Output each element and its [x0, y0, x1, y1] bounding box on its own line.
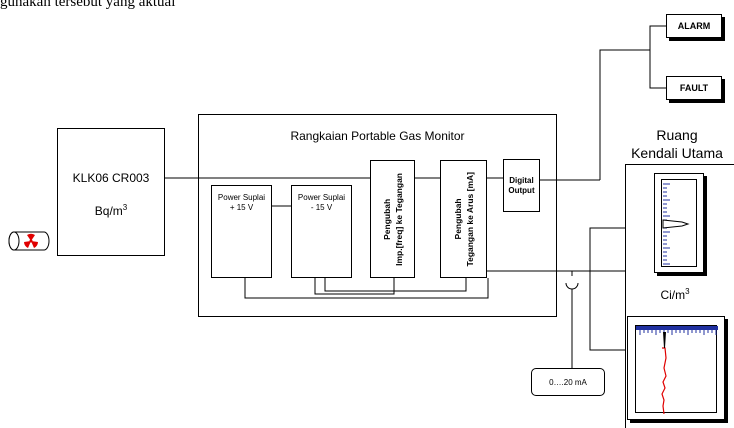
strip-chart-paper [635, 325, 718, 414]
fault-box: FAULT [666, 76, 722, 100]
detector-model: KLK06 CR003 [72, 171, 150, 185]
digital-output-box: Digital Output [503, 159, 540, 212]
current-range-label: 0….20 mA [549, 377, 587, 387]
digital-output-line2: Output [508, 185, 535, 195]
digital-output-line1: Digital [509, 175, 534, 185]
freq-converter-line2: Imp.[freq] ke Tegangan [393, 172, 404, 266]
current-range-box: 0….20 mA [531, 368, 605, 396]
control-room-panel [625, 164, 734, 428]
bar-meter [654, 173, 704, 273]
psu-plus-box: Power Suplai + 15 V [211, 185, 272, 278]
psu-minus-box: Power Suplai - 15 V [291, 185, 352, 278]
ci-unit-exp: 3 [685, 287, 690, 296]
fault-label: FAULT [679, 83, 709, 93]
strip-chart-recorder [627, 316, 725, 420]
psu-minus-line1: Power Suplai [297, 193, 346, 202]
monitor-title: Rangkaian Portable Gas Monitor [290, 129, 465, 143]
caption-fragment: gunakan tersebut yang aktual [0, 0, 176, 10]
control-room-line1: Ruang [656, 127, 698, 143]
monitor-box: Rangkaian Portable Gas Monitor [198, 114, 557, 317]
ci-unit-label: Ci/m3 [640, 287, 710, 302]
detector-unit: Bq/m3 [58, 203, 164, 218]
current-converter-label: Pengubah Tegangan ke Arus [mA] [452, 172, 476, 266]
control-room-label: Ruang Kendali Utama [620, 126, 734, 162]
psu-minus-line2: - 15 V [310, 203, 333, 212]
detector-box: KLK06 CR003 Bq/m3 [57, 128, 165, 256]
detector-unit-base: Bq/m [94, 204, 123, 218]
alarm-label: ALARM [677, 21, 711, 31]
radiation-source-icon [8, 230, 50, 252]
detector-unit-exp: 3 [122, 203, 128, 212]
ci-unit-base: Ci/m [660, 288, 686, 302]
current-converter-line2: Tegangan ke Arus [mA] [464, 171, 475, 267]
control-room-line2: Kendali Utama [631, 145, 723, 161]
bar-meter-scale [661, 179, 697, 267]
freq-converter-label: Pengubah Imp.[freq] ke Tegangan [381, 173, 405, 266]
psu-plus-line2: + 15 V [229, 203, 254, 212]
freq-converter-box: Pengubah Imp.[freq] ke Tegangan [370, 160, 415, 278]
current-converter-box: Pengubah Tegangan ke Arus [mA] [440, 160, 487, 278]
current-converter-line1: Pengubah [452, 198, 463, 240]
alarm-box: ALARM [666, 14, 722, 38]
freq-converter-line1: Pengubah [381, 198, 392, 240]
psu-plus-line1: Power Suplai [217, 193, 266, 202]
